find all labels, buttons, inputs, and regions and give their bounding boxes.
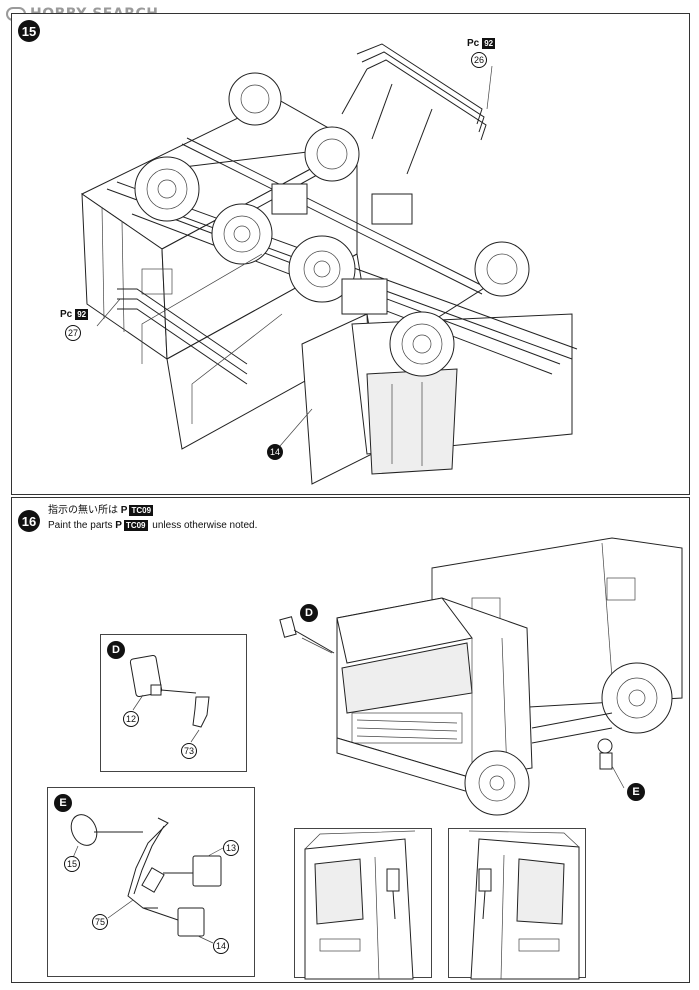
step-15-panel: 15 [11,13,690,495]
paint-code-tag: TC09 [129,504,154,516]
part-26-color-label: Pc 92 [467,38,497,49]
paint-note-en-text: Paint the parts [48,520,113,531]
cab-left-drawing [304,830,416,980]
detail-E-part-75: 75 [92,914,108,930]
callout-D-truck: D [300,604,318,622]
part-27-number: 27 [65,325,81,341]
step-15-badge: 15 [18,20,40,42]
tire-rear-left [134,156,200,222]
color-code: 92 [75,309,89,320]
paint-prefix: P [115,520,122,531]
detail-D-part-73: 73 [181,743,197,759]
paint-note-en-suffix: unless otherwise noted. [152,520,258,531]
cab-detail-right-box [448,828,586,980]
detail-E-part-13: 13 [223,840,239,856]
callout-E-truck: E [627,783,645,801]
part-14-body-number: 14 [267,444,283,460]
part-26-rail [341,43,487,175]
detail-D-part-12: 12 [123,711,139,727]
truck-drawing [279,537,683,816]
paint-note-jp-text: 指示の無い所は [48,505,118,516]
part-27-rail [117,288,248,385]
chassis-underside-drawing [81,43,578,485]
detail-D-box: D 12 73 [100,634,247,772]
color-code: 92 [482,38,496,49]
detail-E-part-15: 15 [64,856,80,872]
color-prefix: Pc [467,38,480,49]
detail-E-part-14: 14 [213,938,229,954]
cab-detail-left-box [294,828,432,980]
part-26-number: 26 [471,52,487,68]
detail-D-letter: D [107,641,125,659]
detail-E-drawing [70,814,224,944]
detail-D-drawing [129,655,210,743]
step-16-badge: 16 [18,510,40,532]
detail-E-letter: E [54,794,72,812]
part-27-color-label: Pc 92 [60,309,90,320]
paint-prefix: P [120,505,128,516]
cab-right-drawing [468,830,580,980]
detail-E-box: E 15 13 75 14 [47,787,255,977]
paint-code-tag: TC09 [123,519,148,531]
color-prefix: Pc [60,309,73,320]
